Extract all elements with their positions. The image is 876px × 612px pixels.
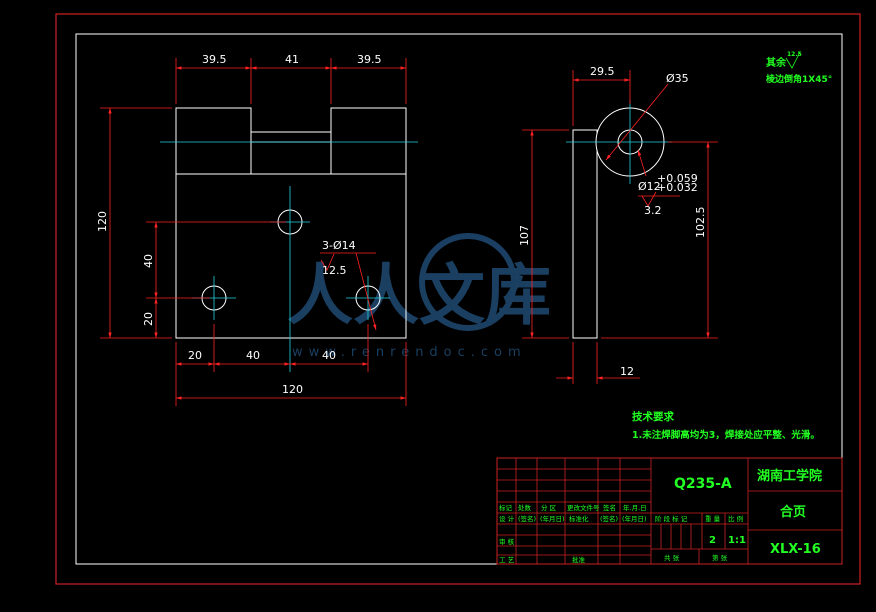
tb-sheet-1: 第 张 <box>712 553 728 562</box>
side-diameter-leader <box>605 83 669 161</box>
tb-r3-0: 审 核 <box>499 537 515 546</box>
surface-note-symbol <box>785 51 801 69</box>
title-block-frame <box>496 457 843 565</box>
tb-scale: 1:1 <box>728 535 746 546</box>
watermark: 人人文库 www.renrendoc.com <box>287 233 551 360</box>
hole-callout-label: 3-Ø14 <box>322 239 356 252</box>
side-dim-top-label: 29.5 <box>590 65 615 78</box>
side-bore-rough-symbol <box>641 191 657 207</box>
side-dim-right-label: 102.5 <box>694 207 707 239</box>
tb-r2-3: 标准化 <box>569 514 589 523</box>
surface-note-text: 棱边倒角1X45° <box>766 73 832 85</box>
side-bore-tol-lower: +0.032 <box>657 181 698 194</box>
side-diameter-label: Ø35 <box>666 72 689 85</box>
tb-r1-2: 分 区 <box>541 503 557 512</box>
dim-bottom-2-label: 40 <box>246 349 260 362</box>
front-view: 39.5 41 39.5 120 40 20 20 40 40 120 3-Ø1… <box>96 53 418 406</box>
side-bore-label: Ø12 <box>638 180 661 193</box>
side-bore-leader <box>637 149 647 177</box>
tb-r2-0: 设 计 <box>499 514 515 523</box>
surface-note-roughness: 12.5 <box>787 51 802 58</box>
dim-bottom-1-label: 20 <box>188 349 202 362</box>
tb-r1-0: 标记 <box>499 503 513 512</box>
tb-school: 湖南工学院 <box>757 468 822 484</box>
outer-frame <box>55 13 861 585</box>
front-knuckle-left <box>175 107 252 175</box>
tb-stage-0: 阶 段 标 记 <box>655 514 688 523</box>
front-ext-lines <box>100 58 407 406</box>
surface-note-label: 其余 <box>766 56 787 69</box>
tb-r2-2: (年月日) <box>540 514 565 523</box>
dim-top-2-label: 41 <box>285 53 299 66</box>
dim-top-3-label: 39.5 <box>357 53 382 66</box>
tb-material: Q235-A <box>674 476 732 492</box>
side-dim-thickness-label: 12 <box>620 365 634 378</box>
tb-r4-0: 工 艺 <box>499 556 515 564</box>
tb-stage-1: 重 量 <box>705 515 721 523</box>
tb-r1-3: 更改文件号 <box>567 503 600 512</box>
watermark-text: 人人文库 <box>287 257 551 334</box>
tech-req-title: 技术要求 <box>632 410 674 423</box>
front-pin <box>250 131 332 143</box>
dim-left-40-label: 40 <box>142 254 155 268</box>
watermark-ring <box>419 233 517 331</box>
inner-frame <box>75 33 843 565</box>
tech-req-item: 1.未注焊脚高均为3，焊接处应平整、光滑。 <box>632 429 820 441</box>
tb-r2-4: (签名) <box>600 514 618 523</box>
tb-r2-1: (签名) <box>518 514 536 523</box>
tb-r4-1: 批准 <box>572 555 586 564</box>
front-plate-outline <box>175 173 407 339</box>
dim-overall-width-label: 120 <box>282 383 303 396</box>
hole-callout-leader-2 <box>355 252 377 331</box>
front-knuckle-right <box>330 107 407 175</box>
tb-sheet-0: 共 张 <box>664 553 680 562</box>
title-block-grid <box>497 458 842 564</box>
dim-left-20-label: 20 <box>142 312 155 326</box>
side-bore-rough-label: 3.2 <box>644 204 662 217</box>
tb-drawing-no: XLX-16 <box>770 542 821 557</box>
tb-r1-4: 签名 <box>603 503 616 512</box>
dim-top-1-label: 39.5 <box>202 53 227 66</box>
title-block: Q235-A 湖南工学院 合页 XLX-16 2 1:1 标记 处数 分 区 更… <box>496 457 843 565</box>
side-bore-tol-upper: +0.059 <box>657 172 698 185</box>
side-view: 29.5 Ø35 Ø12 +0.059 +0.032 3.2 107 102.5… <box>518 65 718 384</box>
hole-roughness-label: 12.5 <box>322 264 347 277</box>
tb-quantity: 2 <box>709 535 716 546</box>
tb-r2-5: (年月日) <box>622 514 647 523</box>
tb-r1-1: 处数 <box>518 503 532 512</box>
dim-bottom-3-label: 40 <box>322 349 336 362</box>
side-plate-outline <box>572 129 598 339</box>
side-dim-left-label: 107 <box>518 225 531 246</box>
dim-height-label: 120 <box>96 211 109 232</box>
hole-roughness-symbol <box>320 253 335 271</box>
tb-stage-2: 比 例 <box>728 514 743 523</box>
surface-note: 其余 12.5 棱边倒角1X45° <box>766 51 832 85</box>
tb-r1-5: 年.月.日 <box>623 503 647 512</box>
tb-part-name: 合页 <box>780 504 806 520</box>
